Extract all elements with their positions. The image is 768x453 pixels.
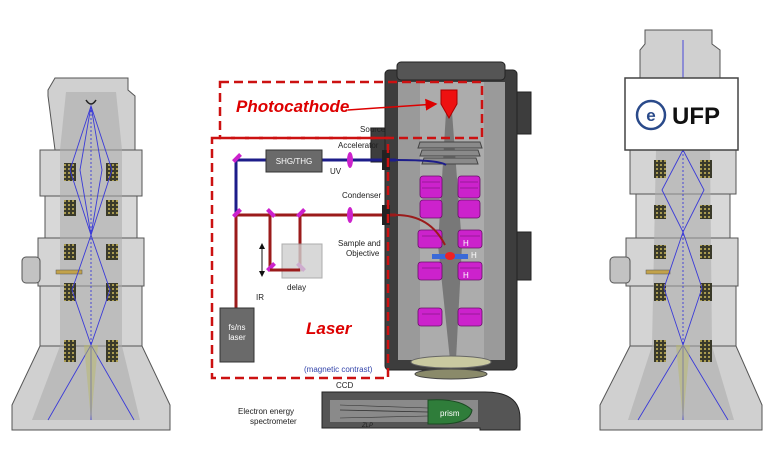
uv-label: UV [330, 167, 342, 176]
delay-label: delay [287, 283, 306, 292]
ufp-label: UFP [672, 103, 720, 130]
magnetic-contrast-label: (magnetic contrast) [304, 365, 373, 374]
right-tem-column: e UFP [599, 29, 763, 431]
h-label-1: H [463, 239, 469, 248]
spectrometer-label: spectrometer [250, 417, 297, 426]
zlp-label: ZLP [361, 423, 373, 429]
laser-dashed-box [210, 136, 390, 380]
source-label: Source [360, 125, 386, 134]
photocathode-dashed-box [218, 80, 484, 140]
red-arrow-icon [347, 98, 438, 111]
laser-box-label: laser [228, 333, 246, 342]
objective-label: Objective [346, 249, 380, 258]
h-label-3: H [463, 271, 469, 280]
fsns-label: fs/ns [229, 323, 246, 332]
shg-thg-box [265, 149, 323, 173]
accelerator-label: Accelerator [338, 141, 379, 150]
h-label-2: H [471, 251, 477, 260]
laser-source-box [219, 307, 255, 363]
center-schematic: H H H prism ZLP [210, 61, 532, 431]
prism-label: prism [440, 409, 460, 418]
condenser-label: Condenser [342, 191, 381, 200]
ufp-e-logo [635, 99, 667, 131]
ufp-e-letter: e [646, 106, 655, 125]
shg-thg-label: SHG/THG [276, 157, 312, 166]
photocathode-label: Photocathode [236, 97, 349, 116]
electron-energy-label: Electron energy [238, 407, 294, 416]
left-tem-column [11, 77, 171, 431]
ir-label: IR [256, 293, 264, 302]
laser-label: Laser [306, 319, 353, 338]
sample-and-label: Sample and [338, 239, 381, 248]
ccd-label: CCD [336, 381, 354, 390]
